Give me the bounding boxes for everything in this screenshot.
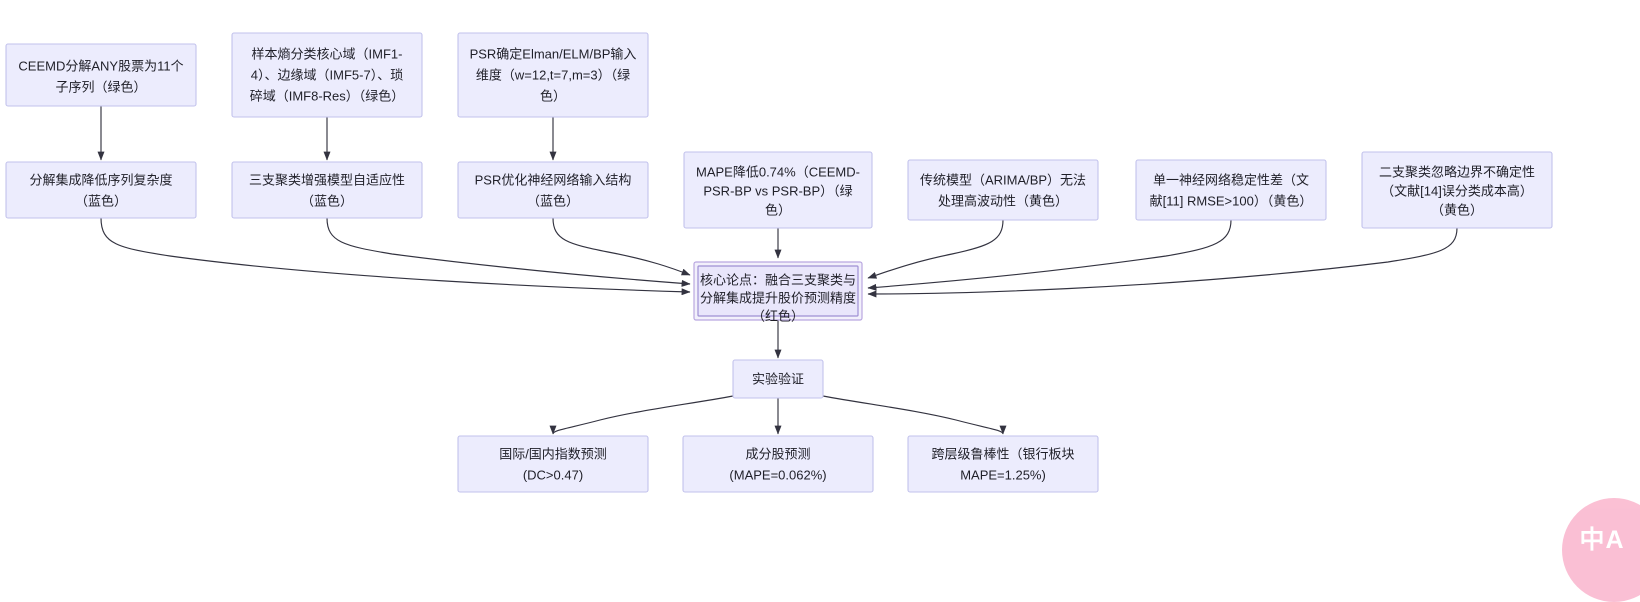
node-mape-improvement[interactable]: MAPE降低0.74%（CEEMD- PSR-BP vs PSR-BP）（绿 色… [683, 151, 873, 229]
node-label-line: (DC>0.47) [523, 467, 583, 482]
node-label-line: 分解集成降低序列复杂度 [29, 172, 172, 187]
node-label-line: PSR确定Elman/ELM/BP输入 [470, 46, 637, 61]
node-label-line: （黄色） [1431, 202, 1483, 217]
node-two-way-clustering-limitation[interactable]: 二支聚类忽略边界不确定性 （文献[14]误分类成本高） （黄色） [1361, 151, 1553, 229]
node-label-line: （蓝色） [75, 193, 127, 208]
node-label-line: 色） [765, 202, 791, 217]
edge-n5-core [326, 217, 691, 287]
edge-n9-core [867, 219, 1232, 291]
node-label-line: PSR优化神经网络输入结构 [475, 172, 632, 187]
edge-n8-core [867, 219, 1004, 279]
node-label-line: 实验验证 [752, 371, 804, 386]
node-label-line: CEEMD分解ANY股票为11个 [18, 58, 183, 73]
node-label-line: MAPE=1.25%) [960, 467, 1046, 482]
node-label-line: 色） [540, 88, 566, 103]
node-result-index-prediction[interactable]: 国际/国内指数预测 (DC>0.47) [457, 435, 649, 493]
node-label-line: 成分股预测 [745, 446, 810, 461]
node-label-line: MAPE降低0.74%（CEEMD- [696, 164, 860, 179]
node-label-line: 4）、边缘域（IMF5-7）、琐 [251, 67, 403, 82]
edge-n10-core [867, 227, 1458, 298]
node-label-line: 献[11] RMSE>100）（黄色） [1150, 193, 1313, 208]
node-experiment-validation[interactable]: 实验验证 [732, 359, 824, 399]
node-label-line: 样本熵分类核心域（IMF1- [252, 46, 403, 61]
node-ceemd-decomposition[interactable]: CEEMD分解ANY股票为11个 子序列（绿色） [5, 43, 197, 107]
node-label-line: （蓝色） [301, 193, 353, 208]
node-single-network-instability[interactable]: 单一神经网络稳定性差（文 献[11] RMSE>100）（黄色） [1135, 159, 1327, 221]
node-label-line: 跨层级鲁棒性（银行板块 [931, 446, 1074, 461]
node-label-line: （红色） [752, 308, 804, 323]
node-label-line: 单一神经网络稳定性差（文 [1153, 172, 1309, 187]
edges-layer [97, 106, 1458, 435]
node-label-line: 分解集成提升股价预测精度 [700, 290, 856, 305]
node-label-line: PSR-BP vs PSR-BP）（绿 [703, 183, 852, 198]
node-label-line: (MAPE=0.062%) [729, 467, 826, 482]
node-label-line: （文献[14]误分类成本高） [1381, 183, 1533, 198]
node-label-line: 处理高波动性（黄色） [938, 193, 1068, 208]
node-three-way-clustering-adaptivity[interactable]: 三支聚类增强模型自适应性 （蓝色） [231, 161, 423, 219]
node-label-line: 二支聚类忽略边界不确定性 [1379, 164, 1535, 179]
node-label-line: （蓝色） [527, 193, 579, 208]
node-psr-input-dimension[interactable]: PSR确定Elman/ELM/BP输入 维度（w=12,t=7,m=3）（绿 色… [457, 32, 649, 118]
edge-n6-core [552, 217, 691, 276]
node-sample-entropy-classification[interactable]: 样本熵分类核心域（IMF1- 4）、边缘域（IMF5-7）、琐 碎域（IMF8-… [231, 32, 423, 118]
flowchart-canvas: CEEMD分解ANY股票为11个 子序列（绿色） 样本熵分类核心域（IMF1- … [5, 32, 1553, 493]
node-label-line: 核心论点：融合三支聚类与 [700, 272, 856, 287]
watermark-label: 中A [1579, 526, 1625, 554]
node-label-line: 子序列（绿色） [55, 79, 146, 94]
node-decomposition-reduces-complexity[interactable]: 分解集成降低序列复杂度 （蓝色） [5, 161, 197, 219]
node-label-line: 三支聚类增强模型自适应性 [249, 172, 405, 187]
node-result-cross-level-robustness[interactable]: 跨层级鲁棒性（银行板块 MAPE=1.25%) [907, 435, 1099, 493]
edge-exp-r1 [549, 395, 734, 435]
node-traditional-model-limitation[interactable]: 传统模型（ARIMA/BP）无法 处理高波动性（黄色） [907, 159, 1099, 221]
node-result-constituent-stock[interactable]: 成分股预测 (MAPE=0.062%) [682, 435, 874, 493]
node-core-thesis[interactable]: 核心论点：融合三支聚类与 分解集成提升股价预测精度 （红色） [693, 261, 863, 323]
edge-exp-r3 [822, 395, 1007, 435]
nodes-layer: CEEMD分解ANY股票为11个 子序列（绿色） 样本熵分类核心域（IMF1- … [5, 32, 1553, 493]
node-label-line: 维度（w=12,t=7,m=3）（绿 [476, 67, 630, 82]
node-label-line: 碎域（IMF8-Res）（绿色） [250, 88, 405, 103]
edge-n4-core [100, 217, 691, 296]
node-label-line: 国际/国内指数预测 [499, 446, 607, 461]
node-psr-optimizes-network-input[interactable]: PSR优化神经网络输入结构 （蓝色） [457, 161, 649, 219]
node-label-line: 传统模型（ARIMA/BP）无法 [920, 172, 1086, 187]
